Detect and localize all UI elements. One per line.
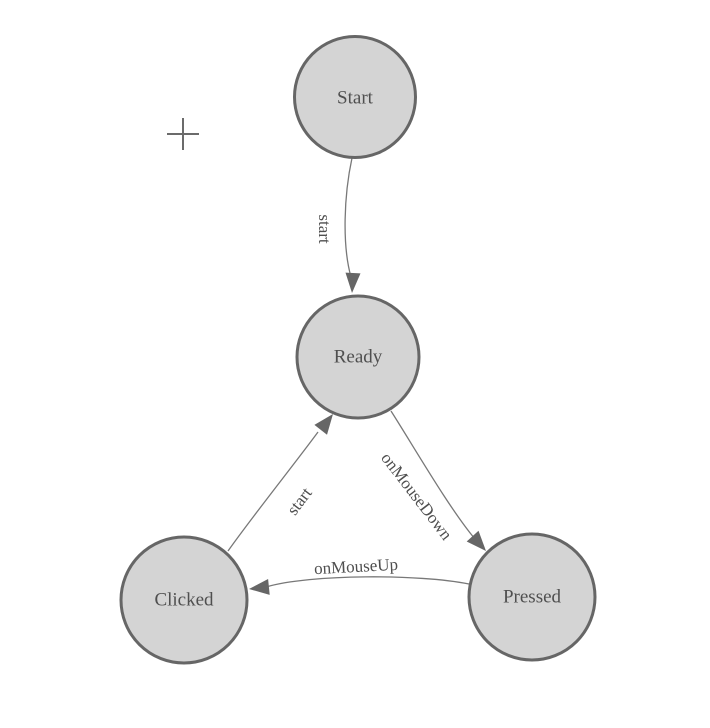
state-circle	[119, 535, 249, 665]
transition-label: start	[315, 214, 334, 244]
state-circle	[295, 294, 421, 420]
edge-line	[265, 576, 470, 588]
state-circle	[293, 35, 417, 159]
transition-label: onMouseUp	[314, 555, 399, 578]
arrowhead-icon	[314, 414, 333, 435]
transition-label: start	[283, 484, 316, 519]
edge-line	[390, 410, 476, 540]
state-node-clicked-label: Clicked	[154, 590, 214, 611]
arrowhead-icon	[466, 530, 486, 551]
arrowhead-icon	[249, 579, 270, 595]
state-node-clicked[interactable]: Clicked	[119, 535, 249, 665]
state-node-ready[interactable]: Ready	[295, 294, 421, 420]
transition-clicked-to-ready[interactable]: start	[227, 414, 333, 552]
transition-ready-to-pressed[interactable]: onMouseDown	[377, 410, 486, 551]
edge-line	[227, 431, 319, 552]
transition-start-to-ready[interactable]: start	[315, 157, 361, 293]
state-node-pressed-label: Pressed	[503, 587, 562, 608]
edge-line	[344, 157, 353, 278]
state-node-start-label: Start	[337, 88, 374, 109]
transition-pressed-to-clicked[interactable]: onMouseUp	[249, 555, 470, 595]
state-node-ready-label: Ready	[334, 347, 383, 368]
state-node-pressed[interactable]: Pressed	[467, 532, 597, 662]
state-node-start[interactable]: Start	[293, 35, 417, 159]
arrowhead-icon	[345, 272, 361, 293]
crosshair-plus-icon	[167, 118, 199, 150]
state-circle	[467, 532, 597, 662]
